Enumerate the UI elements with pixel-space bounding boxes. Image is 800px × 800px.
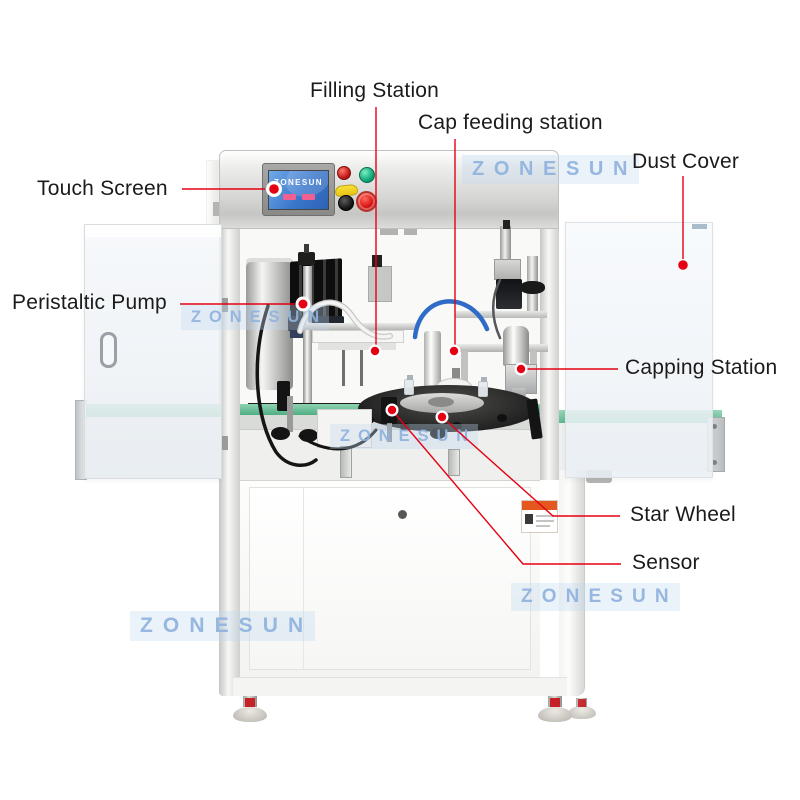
door-hinge — [221, 436, 228, 450]
red-knob-button — [337, 166, 351, 180]
cabinet-base-strip — [233, 677, 567, 696]
bottle-cap — [481, 377, 487, 382]
cover-corner-tag — [692, 224, 707, 229]
hinge-tab — [404, 229, 417, 235]
screen-button-left — [283, 194, 296, 200]
frame-leg — [461, 351, 468, 393]
warning-sticker-glyph — [525, 514, 533, 524]
keyhole — [398, 510, 407, 519]
bright-cylinder — [424, 331, 441, 395]
door-handle — [100, 332, 117, 368]
star-wheel-hub — [428, 397, 454, 407]
warning-sticker-line — [536, 520, 554, 522]
foot-red-band — [550, 698, 560, 707]
bracket-screw — [712, 424, 717, 429]
label-dust-cover: Dust Cover — [632, 150, 740, 173]
label-filling-station: Filling Station — [310, 79, 440, 102]
filling-nozzle-plate-lower — [318, 343, 396, 350]
filling-nozzle — [360, 350, 363, 386]
label-cap-feeding-station: Cap feeding station — [418, 111, 603, 134]
sensor-clamp — [381, 397, 397, 424]
bottle-cap — [407, 375, 413, 380]
bracket-tower — [368, 266, 392, 302]
frame-bracket — [340, 446, 352, 478]
frame-bracket — [448, 449, 460, 476]
hinge-tab — [380, 229, 398, 235]
clamp-post — [287, 396, 293, 432]
right-dust-cover — [565, 222, 713, 478]
sensor-stem — [387, 423, 392, 442]
screen-button-right — [302, 194, 315, 200]
post-stem — [304, 244, 309, 253]
door-hinge — [221, 298, 228, 312]
left-door-top-edge — [85, 225, 221, 237]
bracket-screw — [712, 460, 717, 465]
frame-bar — [455, 311, 547, 318]
zonesun-watermark: ZONESUN — [181, 305, 330, 330]
cap-on-rim — [497, 414, 507, 422]
filling-nozzle — [342, 350, 345, 386]
warning-sticker-line — [536, 515, 554, 517]
bracket-tower-top — [372, 255, 382, 267]
bottle — [478, 381, 488, 397]
bottle — [404, 379, 414, 395]
cap-turntable-stem — [452, 368, 460, 380]
label-touch-screen: Touch Screen — [37, 177, 168, 200]
right-frame-post — [540, 229, 559, 480]
feeder-post-cap — [503, 220, 510, 229]
clamp-knob — [299, 429, 318, 442]
capping-cylinder — [503, 326, 529, 366]
frame-bar — [452, 344, 548, 352]
feeder-post — [500, 226, 511, 262]
left-frame-post — [219, 229, 240, 696]
capping-post-disk — [520, 281, 545, 294]
machine-foot-back — [568, 706, 596, 719]
head-left-frame — [206, 160, 219, 228]
head-hinge — [213, 202, 221, 216]
warning-sticker-line — [536, 525, 550, 527]
support-post — [303, 266, 312, 420]
foot-red-band — [245, 698, 255, 707]
screen-brand-text: ZONESUN — [274, 178, 323, 187]
touch-screen-display: ZONESUN — [268, 170, 329, 210]
label-star-wheel: Star Wheel — [630, 503, 736, 526]
feeder-box — [494, 259, 521, 280]
feeder-motor — [496, 279, 522, 309]
filling-nozzle-plate — [312, 330, 404, 343]
machine-foot — [233, 707, 267, 722]
label-capping-station: Capping Station — [625, 356, 778, 379]
zonesun-watermark: ZONESUN — [330, 424, 479, 449]
black-knob-button — [338, 195, 354, 211]
cabinet-door — [249, 487, 531, 670]
zonesun-watermark: ZONESUN — [130, 611, 316, 642]
green-start-button — [359, 167, 375, 183]
warning-sticker — [521, 500, 558, 533]
zonesun-watermark: ZONESUN — [511, 583, 680, 611]
clamp-knob — [271, 427, 290, 440]
zonesun-watermark: ZONESUN — [462, 155, 639, 184]
label-sensor: Sensor — [632, 551, 700, 574]
post-knob — [298, 252, 315, 265]
label-peristaltic-pump: Peristaltic Pump — [12, 291, 167, 314]
warning-sticker-band — [522, 501, 557, 510]
machine-foot — [538, 707, 572, 722]
emergency-stop-button — [356, 191, 377, 212]
foot-red-band — [578, 699, 586, 707]
cabinet-door-seam — [303, 488, 304, 669]
